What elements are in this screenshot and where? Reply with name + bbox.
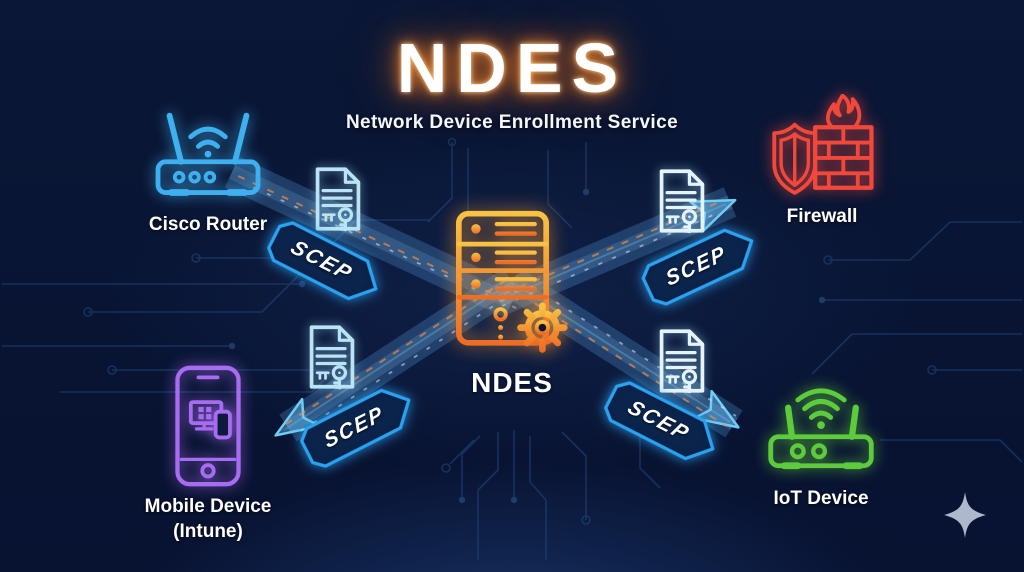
main-title: NDES <box>396 29 628 107</box>
title-block: NDES Network Device Enrollment Service <box>0 28 1024 134</box>
node-ndes-server: NDES <box>442 208 582 401</box>
node-label-line2: (Intune) <box>173 520 243 542</box>
server-gear-icon <box>455 210 568 353</box>
node-label: Cisco Router <box>148 214 268 235</box>
node-label: Firewall <box>786 206 858 227</box>
scep-label: SCEP <box>321 401 388 454</box>
certificate-key-icon <box>659 329 705 394</box>
firewall-shield-flame-icon <box>772 94 874 195</box>
certificate-key-icon <box>315 167 361 232</box>
node-label: IoT Device <box>773 488 869 509</box>
node-mobile-device: Mobile Device (Intune) <box>145 364 272 544</box>
sparkle-icon <box>944 492 986 538</box>
scep-badge: SCEP <box>293 378 423 474</box>
certificate-key-icon <box>659 169 705 234</box>
smartphone-intune-icon <box>175 365 241 487</box>
iot-router-icon <box>768 388 874 470</box>
node-label-line1: Mobile Device <box>144 496 272 517</box>
intune-monitor-icon <box>188 400 232 440</box>
certificate-key-icon <box>309 325 355 390</box>
gear-icon <box>517 302 568 353</box>
node-cisco-router: Cisco Router <box>130 106 286 238</box>
wifi-router-icon <box>155 112 261 196</box>
node-label: NDES <box>471 367 553 398</box>
node-label: Mobile Device (Intune) <box>145 495 272 544</box>
node-firewall: Firewall <box>752 94 892 230</box>
subtitle: Network Device Enrollment Service <box>345 112 679 133</box>
node-iot-device: IoT Device <box>756 378 886 512</box>
